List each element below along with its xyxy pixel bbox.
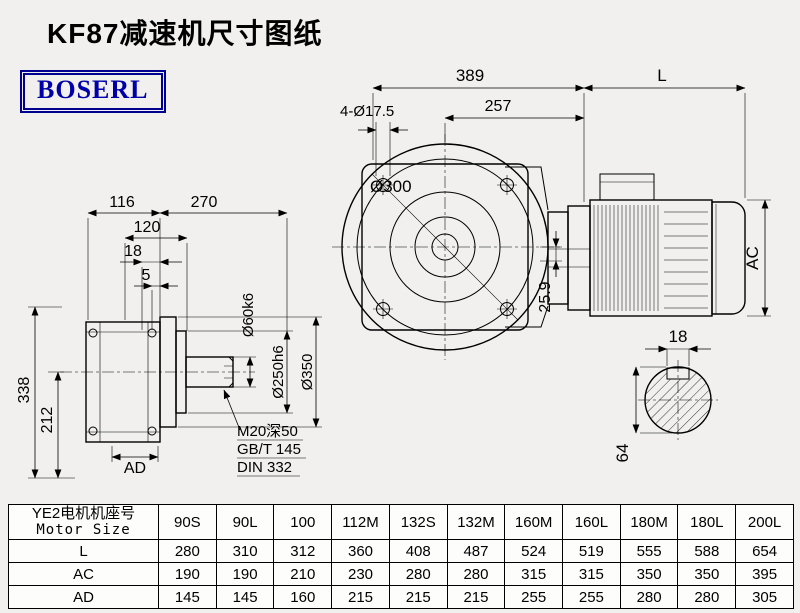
column-header-132S: 132S <box>388 504 448 540</box>
dimension-value: 555 <box>619 539 679 563</box>
column-header-90L: 90L <box>215 504 275 540</box>
dimension-value: 210 <box>273 562 333 586</box>
dimension-value: 255 <box>504 585 564 609</box>
dimension-value: 360 <box>331 539 390 563</box>
dimension-value: 255 <box>562 585 621 609</box>
dimension-value: 524 <box>504 539 564 563</box>
dimension-value: 350 <box>677 562 737 586</box>
dimension-value: 519 <box>562 539 621 563</box>
dim-270: 270 <box>191 194 218 211</box>
motor-size-header-en: Motor Size <box>36 521 131 538</box>
front-view: Ø300 389 L 257 4-Ø17.5 AC <box>332 66 771 360</box>
dimension-value: 305 <box>735 585 794 609</box>
dimension-value: 312 <box>273 539 333 563</box>
dimension-value: 190 <box>158 562 217 586</box>
dim-338: 338 <box>16 377 33 404</box>
dimension-value: 280 <box>446 562 506 586</box>
dimension-value: 215 <box>446 585 506 609</box>
dimension-value: 280 <box>158 539 217 563</box>
note-thread-spec: M20深50 <box>237 423 298 440</box>
dimension-value: 145 <box>158 585 217 609</box>
dimension-value: 160 <box>273 585 333 609</box>
row-label: AD <box>8 585 159 609</box>
dimension-value: 315 <box>562 562 621 586</box>
column-header-100: 100 <box>273 504 333 540</box>
dim-120: 120 <box>134 219 161 236</box>
dim-5: 5 <box>142 267 151 284</box>
dim-AD: AD <box>124 460 146 477</box>
dimension-value: 310 <box>215 539 275 563</box>
note-din-standard: DIN 332 <box>237 459 292 476</box>
dim-flange-outer-diameter: Ø350 <box>299 354 316 391</box>
dimension-value: 408 <box>388 539 448 563</box>
dim-motor-height: AC <box>743 246 762 270</box>
dim-shaft-diameter: Ø60k6 <box>240 293 257 337</box>
dim-center-to-motor: 257 <box>485 98 512 115</box>
column-header-90S: 90S <box>158 504 217 540</box>
dim-212: 212 <box>39 407 56 434</box>
motor-size-header: YE2电机机座号 Motor Size <box>8 504 159 540</box>
dimension-value: 215 <box>331 585 390 609</box>
dimension-value: 215 <box>388 585 448 609</box>
dim-height-over-key: 64 <box>613 444 632 463</box>
column-header-180L: 180L <box>677 504 737 540</box>
dim-keyway-width: 18 <box>669 327 688 346</box>
row-label: L <box>8 539 159 563</box>
dim-spigot-diameter: Ø250h6 <box>270 345 287 398</box>
column-header-160M: 160M <box>504 504 564 540</box>
row-label: AC <box>8 562 159 586</box>
technical-drawing: 116 270 120 18 5 338 212 Ø60k6 Ø250h6 Ø3… <box>16 66 771 479</box>
dimension-value: 145 <box>215 585 275 609</box>
column-header-132M: 132M <box>446 504 506 540</box>
column-header-200L: 200L <box>735 504 794 540</box>
dimension-value: 654 <box>735 539 794 563</box>
page-title: KF87减速机尺寸图纸 <box>47 18 323 49</box>
dimension-value: 190 <box>215 562 275 586</box>
dim-mounting-holes: 4-Ø17.5 <box>340 103 394 120</box>
dimension-value: 230 <box>331 562 390 586</box>
brand-logo: BOSERL <box>20 70 166 113</box>
note-gb-standard: GB/T 145 <box>237 441 301 458</box>
column-header-112M: 112M <box>331 504 390 540</box>
column-header-180M: 180M <box>619 504 679 540</box>
dimension-value: 588 <box>677 539 737 563</box>
dim-flange-diameter: Ø300 <box>370 177 412 196</box>
dim-motor-length: L <box>657 66 666 85</box>
dim-overall-length: 389 <box>456 66 484 85</box>
shaft-section-view: 18 64 <box>613 327 718 462</box>
side-view: 116 270 120 18 5 338 212 Ø60k6 Ø250h6 Ø3… <box>16 194 322 479</box>
dim-18: 18 <box>124 243 142 260</box>
dimension-value: 315 <box>504 562 564 586</box>
dim-shaft-offset: 25.9 <box>537 281 554 312</box>
dimension-value: 280 <box>677 585 737 609</box>
dimension-value: 395 <box>735 562 794 586</box>
dimension-value: 280 <box>388 562 448 586</box>
motor-size-header-cn: YE2电机机座号 <box>31 505 136 523</box>
dimension-value: 280 <box>619 585 679 609</box>
dimension-value: 350 <box>619 562 679 586</box>
column-header-160L: 160L <box>562 504 621 540</box>
dim-116: 116 <box>109 194 135 211</box>
dimension-value: 487 <box>446 539 506 563</box>
